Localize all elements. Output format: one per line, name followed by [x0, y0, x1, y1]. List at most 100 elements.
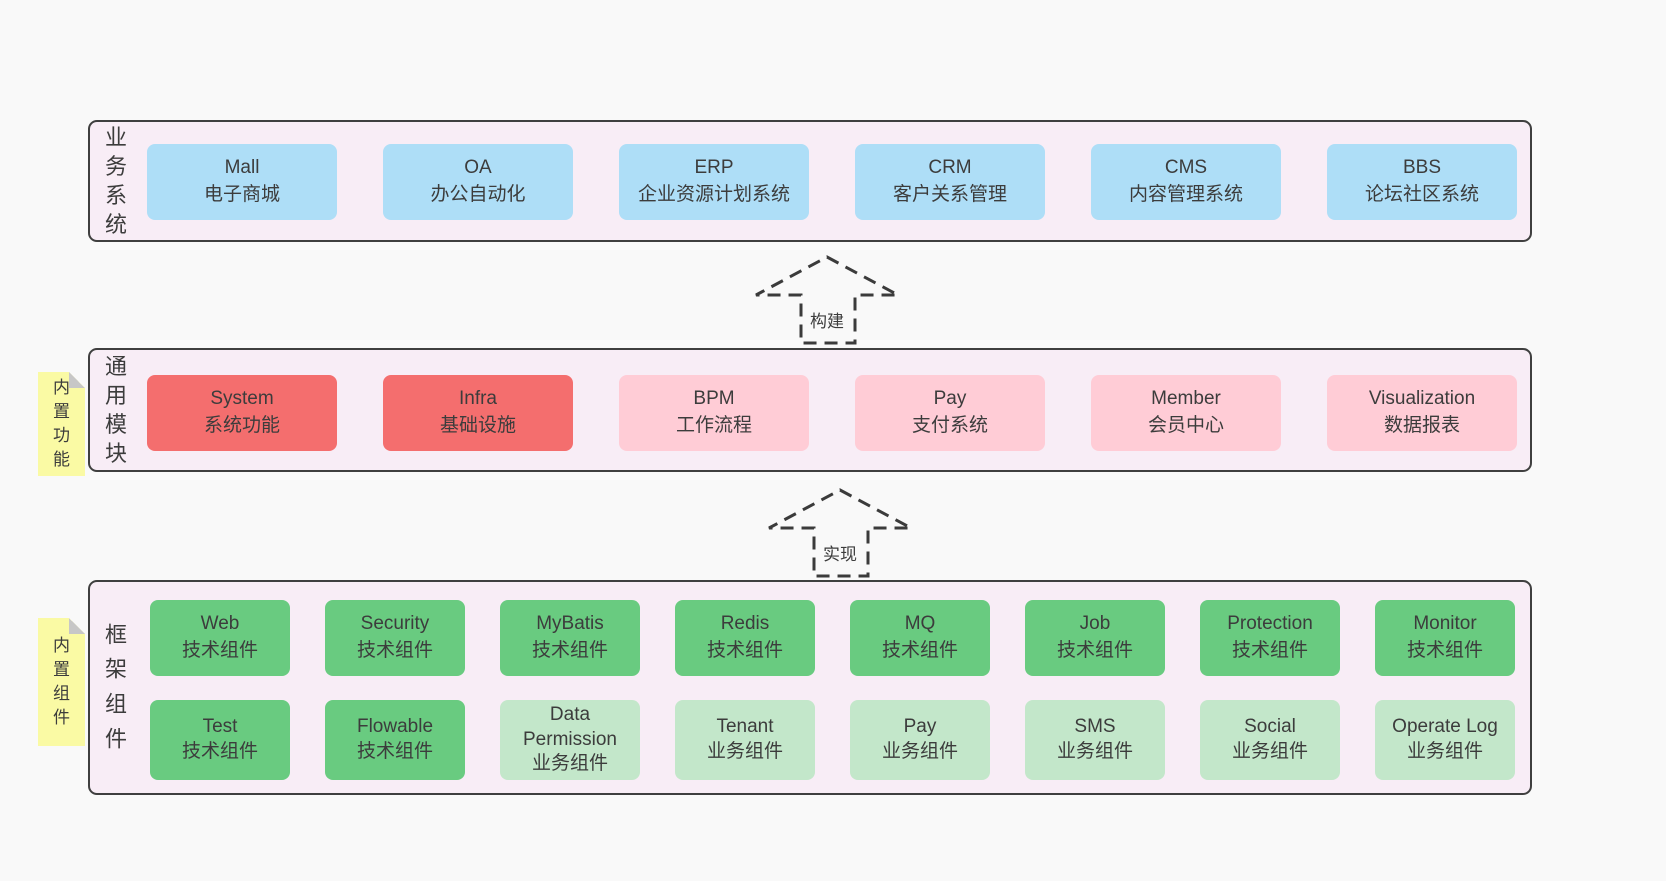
box-title: Pay	[933, 388, 967, 410]
box-title: Infra	[458, 388, 498, 410]
box-title: Job	[1079, 613, 1111, 635]
box-subtitle: 业务组件	[1056, 741, 1133, 762]
box-title: SMS	[1074, 716, 1116, 738]
box-title: Flowable	[356, 716, 434, 738]
box-mq: MQ 技术组件	[850, 600, 990, 676]
box-security: Security 技术组件	[325, 600, 465, 676]
box-title: CRM	[928, 157, 972, 179]
box-web: Web 技术组件	[150, 600, 290, 676]
box-title: Mall	[224, 157, 260, 179]
box-title: Visualization	[1368, 388, 1476, 410]
box-title: BBS	[1402, 157, 1442, 179]
panel-label-business-systems: 业务系统	[104, 124, 127, 238]
box-title: Tenant	[716, 716, 774, 738]
box-pay-system: Pay 支付系统	[855, 375, 1045, 451]
box-subtitle: 业务组件	[1406, 741, 1483, 762]
arrow-implement-label: 实现	[820, 540, 860, 565]
panel-framework-components: 框架组件 Web 技术组件 Security 技术组件 MyBatis 技术组件…	[88, 580, 1532, 795]
box-title: Web	[200, 613, 240, 635]
box-subtitle: 支付系统	[911, 415, 988, 436]
box-system: System 系统功能	[147, 375, 337, 451]
box-pay-component: Pay 业务组件	[850, 700, 990, 780]
box-title: MQ	[904, 613, 936, 635]
box-protection: Protection 技术组件	[1200, 600, 1340, 676]
panel-business-systems: 业务系统 Mall 电子商城 OA 办公自动化 ERP 企业资源计划系统 CRM…	[88, 120, 1532, 242]
box-subtitle: 技术组件	[181, 640, 258, 661]
box-subtitle: 数据报表	[1383, 415, 1460, 436]
box-mall: Mall 电子商城	[147, 144, 337, 220]
box-tenant: Tenant 业务组件	[675, 700, 815, 780]
box-monitor: Monitor 技术组件	[1375, 600, 1515, 676]
box-job: Job 技术组件	[1025, 600, 1165, 676]
components-row-2: Test 技术组件 Flowable 技术组件 Data Permission …	[150, 700, 1515, 780]
box-operate-log: Operate Log 业务组件	[1375, 700, 1515, 780]
box-subtitle: 基础设施	[439, 415, 516, 436]
box-bpm: BPM 工作流程	[619, 375, 809, 451]
box-subtitle: 电子商城	[203, 184, 280, 205]
arrow-implement: 实现	[765, 485, 915, 580]
box-data-permission: Data Permission 业务组件	[500, 700, 640, 780]
box-subtitle: 业务组件	[706, 741, 783, 762]
arrow-build-label: 构建	[807, 307, 847, 332]
box-subtitle: 会员中心	[1147, 415, 1224, 436]
box-crm: CRM 客户关系管理	[855, 144, 1045, 220]
box-title: Operate Log	[1392, 716, 1498, 738]
box-subtitle: 系统功能	[203, 415, 280, 436]
sticky-fold-icon	[69, 618, 85, 634]
box-title: System	[210, 388, 274, 410]
box-title: ERP	[694, 157, 734, 179]
box-subtitle: 内容管理系统	[1128, 184, 1243, 205]
box-subtitle: 技术组件	[356, 741, 433, 762]
box-title: Test	[202, 716, 238, 738]
box-subtitle: 技术组件	[181, 741, 258, 762]
box-flowable: Flowable 技术组件	[325, 700, 465, 780]
box-cms: CMS 内容管理系统	[1091, 144, 1281, 220]
box-title: BPM	[693, 388, 735, 410]
box-subtitle: 技术组件	[1231, 640, 1308, 661]
box-bbs: BBS 论坛社区系统	[1327, 144, 1517, 220]
box-title: Redis	[720, 613, 770, 635]
box-subtitle: 论坛社区系统	[1364, 184, 1479, 205]
modules-box-row: System 系统功能 Infra 基础设施 BPM 工作流程 Pay 支付系统…	[147, 375, 1517, 451]
box-title: CMS	[1164, 157, 1208, 179]
box-subtitle: 技术组件	[1056, 640, 1133, 661]
box-title: Member	[1151, 388, 1221, 410]
box-test: Test 技术组件	[150, 700, 290, 780]
box-title: Social	[1244, 716, 1296, 738]
sticky-fold-icon	[69, 372, 85, 388]
box-subtitle: 业务组件	[531, 753, 608, 775]
arrow-build: 构建	[752, 252, 902, 347]
box-subtitle: 技术组件	[706, 640, 783, 661]
sticky-built-in-functions: 内置功能	[38, 372, 85, 476]
box-subtitle: 技术组件	[881, 640, 958, 661]
box-subtitle: 客户关系管理	[892, 184, 1007, 205]
up-arrow-dashed-icon	[755, 255, 899, 345]
sticky-label: 内置组件	[53, 636, 70, 727]
box-erp: ERP 企业资源计划系统	[619, 144, 809, 220]
panel-label-common-modules: 通用模块	[104, 353, 127, 467]
box-subtitle: 工作流程	[675, 415, 752, 436]
box-social: Social 业务组件	[1200, 700, 1340, 780]
panel-common-modules: 通用模块 System 系统功能 Infra 基础设施 BPM 工作流程 Pay…	[88, 348, 1532, 472]
box-title: Pay	[903, 716, 937, 738]
business-box-row: Mall 电子商城 OA 办公自动化 ERP 企业资源计划系统 CRM 客户关系…	[147, 144, 1517, 220]
box-title: Security	[360, 613, 430, 635]
sticky-built-in-components: 内置组件	[38, 618, 85, 746]
box-title: OA	[464, 157, 492, 179]
components-row-1: Web 技术组件 Security 技术组件 MyBatis 技术组件 Redi…	[150, 600, 1515, 676]
box-subtitle: 业务组件	[881, 741, 958, 762]
box-title: MyBatis	[536, 613, 604, 635]
box-subtitle: 办公自动化	[430, 184, 526, 205]
box-title: Monitor	[1413, 613, 1477, 635]
box-sms: SMS 业务组件	[1025, 700, 1165, 780]
box-member: Member 会员中心	[1091, 375, 1281, 451]
box-subtitle: 业务组件	[1231, 741, 1308, 762]
box-subtitle: 企业资源计划系统	[637, 184, 790, 205]
box-infra: Infra 基础设施	[383, 375, 573, 451]
box-subtitle: 技术组件	[1406, 640, 1483, 661]
box-visualization: Visualization 数据报表	[1327, 375, 1517, 451]
box-subtitle: 技术组件	[531, 640, 608, 661]
box-redis: Redis 技术组件	[675, 600, 815, 676]
box-oa: OA 办公自动化	[383, 144, 573, 220]
box-subtitle: 技术组件	[356, 640, 433, 661]
